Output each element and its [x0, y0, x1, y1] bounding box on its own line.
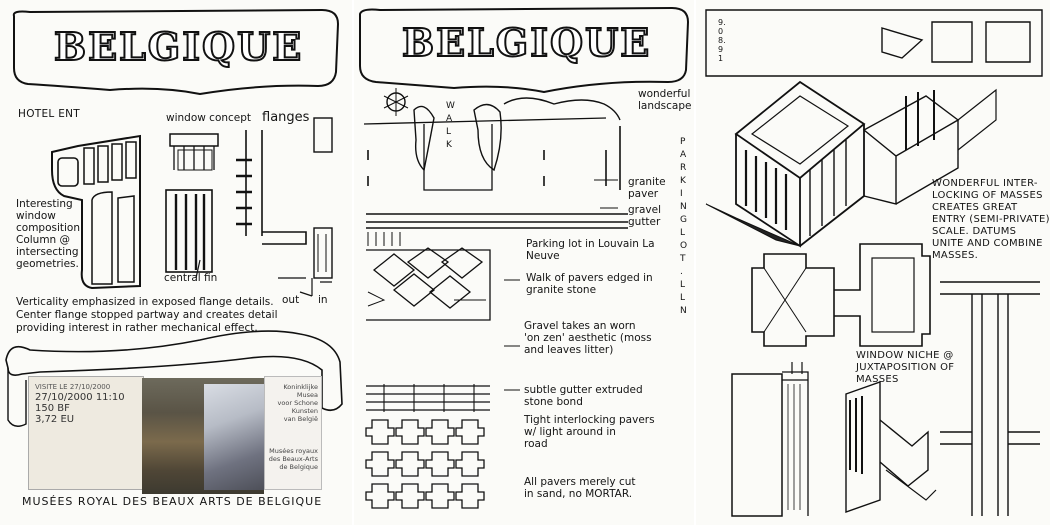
gravel-gutter-label: gravel gutter — [628, 204, 662, 228]
parking-lot-vertical: P A R K I N G L O T . L L N — [680, 137, 688, 316]
label-line: des Beaux-Arts — [268, 455, 318, 463]
gravel-note: Gravel takes an worn 'on zen' aesthetic … — [524, 320, 652, 356]
museum-ticket: VISITE LE 27/10/2000 27/10/2000 11:10 15… — [28, 376, 144, 490]
sky-photo — [204, 384, 266, 490]
massing-note: WONDERFUL INTER- LOCKING OF MASSES CREAT… — [932, 178, 1050, 261]
window-concept-label: window concept — [166, 112, 252, 124]
sketch-page-right: 9.08.91 WONDERFUL INTER- LOCKING OF MASS… — [696, 0, 1050, 525]
ticket-line: 27/10/2000 11:10 — [35, 391, 125, 403]
flange-paragraph: Verticality emphasized in exposed flange… — [16, 296, 278, 334]
label-line: voor Schone — [277, 399, 318, 407]
page-title: BELGIQUE — [401, 19, 652, 66]
museum-label-card: Koninklijke Musea voor Schone Kunsten va… — [264, 376, 322, 490]
label-line: de Belgique — [279, 463, 318, 471]
page-middle-drawings — [359, 6, 690, 509]
museum-caption: MUSÉES ROYAL DES BEAUX ARTS DE BELGIQUE — [22, 495, 323, 508]
label-line: van België — [283, 415, 318, 423]
page-title: BELGIQUE — [53, 23, 304, 70]
sketch-page-left: BELGIQUE HOTEL ENT window concept flange… — [0, 0, 352, 525]
ticket-line: 150 BF — [35, 402, 70, 414]
sketch-date: 9.08.91 — [718, 18, 726, 63]
interlocking-note: Tight interlocking pavers w/ light aroun… — [524, 414, 655, 450]
out-label: out — [282, 294, 300, 306]
flanges-label: flanges — [262, 110, 310, 125]
label-line: Musées royaux — [269, 447, 318, 455]
hotel-label: HOTEL ENT — [18, 108, 80, 120]
ticket-line: VISITE LE 27/10/2000 — [35, 383, 111, 391]
sketch-page-middle: BELGIQUE W A L K wonderful landscape gra… — [354, 0, 694, 525]
page-right-drawings — [705, 9, 1043, 517]
walk-note: Walk of pavers edged in granite stone — [526, 272, 653, 296]
in-label: in — [318, 294, 328, 306]
granite-paver-label: granite paver — [628, 176, 666, 200]
wonderful-landscape-label: wonderful landscape — [638, 88, 692, 112]
pavers-note: All pavers merely cut in sand, no MORTAR… — [524, 476, 636, 500]
gutter-note: subtle gutter extruded stone bond — [524, 384, 643, 408]
parking-note: Parking lot in Louvain La Neuve — [526, 238, 655, 262]
ticket-line: 3,72 EU — [35, 413, 75, 425]
window-niche-note: WINDOW NICHE @ JUXTAPOSITION OF MASSES — [856, 350, 955, 385]
page-left-drawings — [5, 8, 343, 427]
central-fin-label: central fin — [164, 272, 218, 284]
label-line: Koninklijke Musea — [283, 383, 318, 399]
walk-label: W A L K — [446, 101, 456, 150]
label-line: Kunsten — [291, 407, 318, 415]
window-note: Interesting window composition. Column @… — [16, 198, 84, 270]
